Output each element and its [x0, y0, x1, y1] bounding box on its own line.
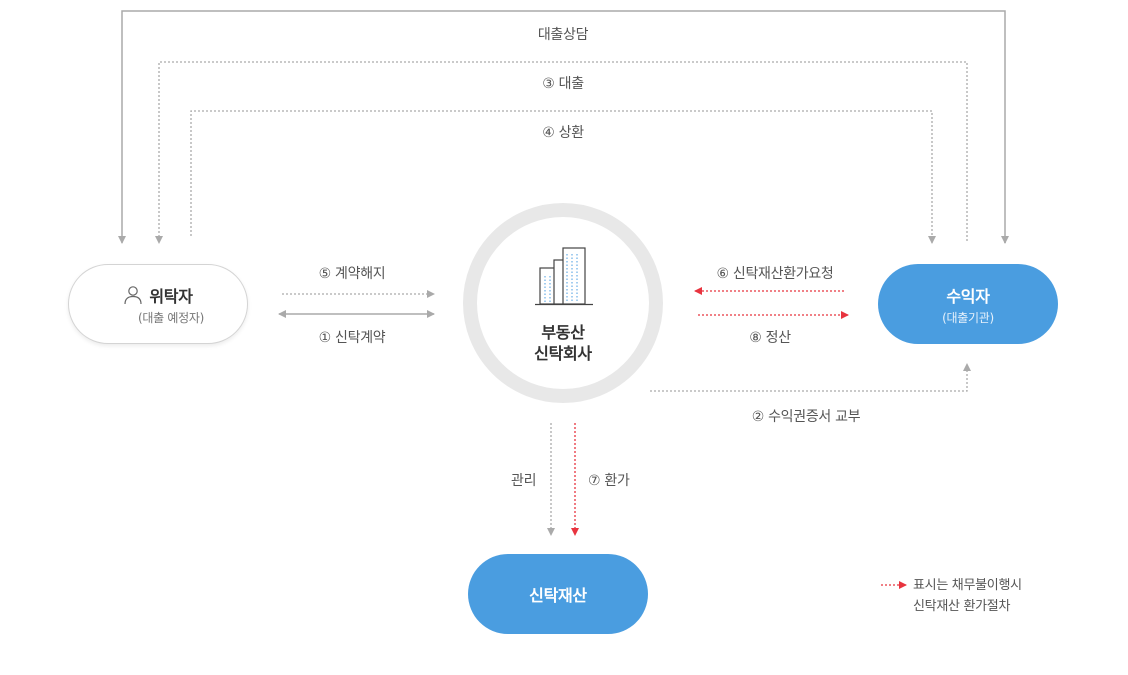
- beneficiary-title: 수익자: [946, 286, 990, 306]
- legend-line1: 표시는 채무불이행시: [913, 578, 1022, 593]
- building-icon: [535, 247, 593, 306]
- trust-contract-label: ① 신탁계약: [318, 330, 386, 346]
- loan-consult-line: [118, 10, 1006, 244]
- terminate-label: ⑤ 계약해지: [318, 266, 386, 282]
- legend: 표시는 채무불이행시 신탁재산 환가절차: [913, 575, 1022, 617]
- certificate-arrow: [650, 363, 971, 392]
- trust-asset-node: 신탁재산: [468, 554, 648, 634]
- truster-node: 위탁자 (대출 예정자): [68, 264, 248, 344]
- person-icon: [124, 285, 142, 304]
- trust-company-title-line2: 신탁회사: [534, 344, 592, 363]
- settlement-label: ⑧ 정산: [749, 330, 791, 346]
- loan-label: ③ 대출: [542, 76, 584, 92]
- truster-subtitle: (대출 예정자): [138, 310, 204, 325]
- repay-line: [190, 110, 936, 244]
- loan-line: [155, 61, 968, 244]
- manage-label: 관리: [511, 473, 537, 489]
- disposal-label: ⑦ 환가: [588, 473, 630, 489]
- certificate-label: ② 수익권증서 교부: [751, 409, 861, 425]
- trust-company-title-line1: 부동산: [541, 323, 585, 342]
- disposal-request-label: ⑥ 신탁재산환가요청: [716, 266, 834, 282]
- repay-label: ④ 상환: [542, 125, 584, 141]
- legend-line2: 신탁재산 환가절차: [913, 599, 1011, 614]
- beneficiary-node: 수익자 (대출기관): [878, 264, 1058, 344]
- truster-title: 위탁자: [149, 286, 193, 306]
- trust-company-title: 부동산 신탁회사: [534, 322, 592, 364]
- loan-consult-label: 대출상담: [537, 27, 589, 43]
- beneficiary-subtitle: (대출기관): [942, 310, 994, 325]
- trust-asset-title: 신탁재산: [529, 586, 587, 605]
